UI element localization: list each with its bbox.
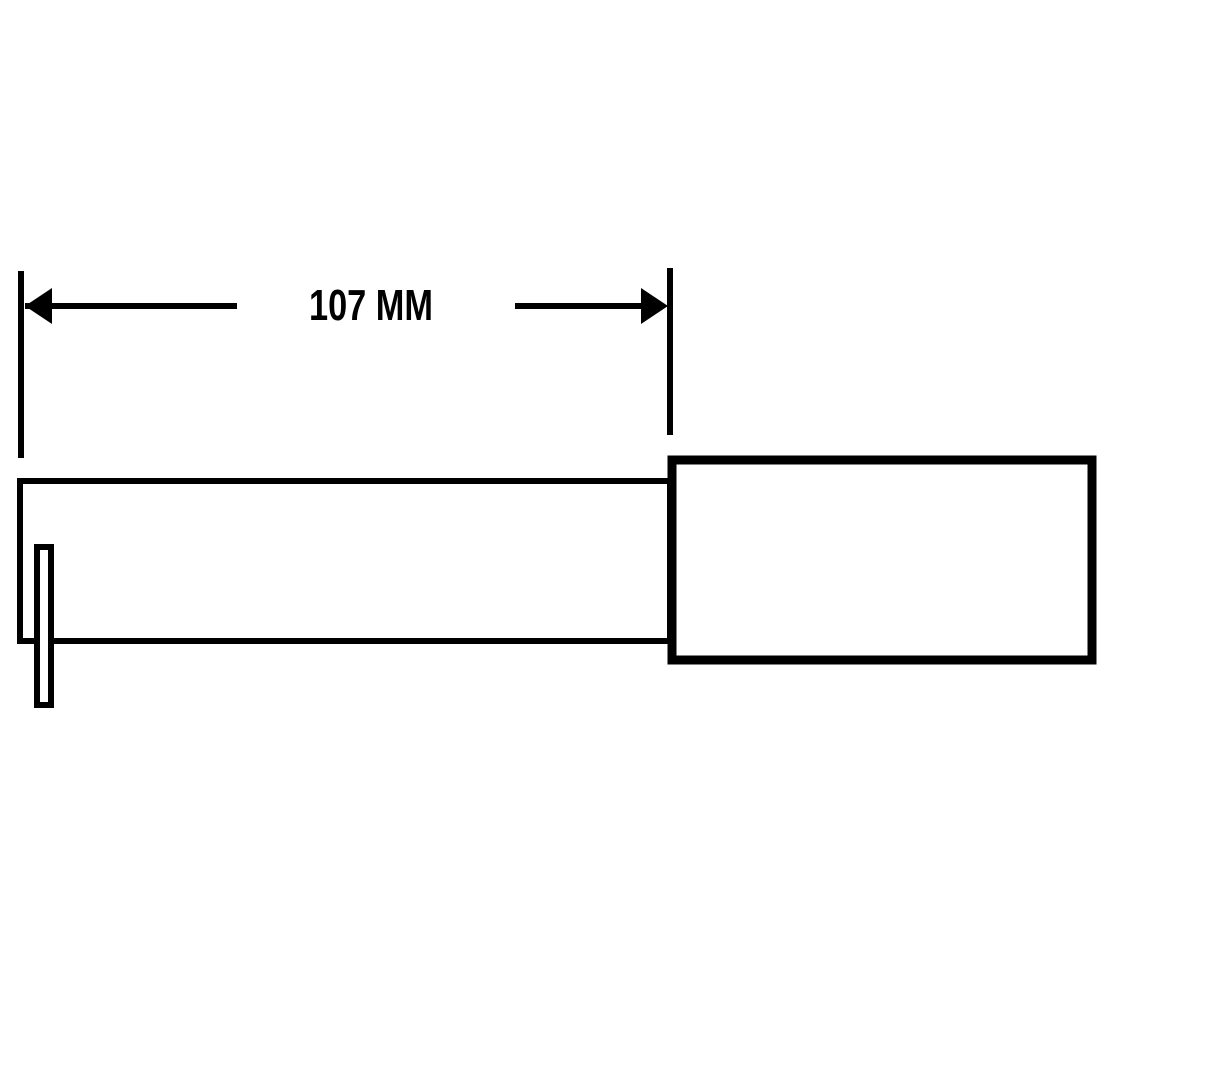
dimension-label: 107 MM bbox=[309, 281, 433, 330]
arrowhead-right-icon bbox=[641, 288, 668, 324]
retaining-clip bbox=[34, 544, 54, 708]
arrowhead-left-icon bbox=[25, 288, 52, 324]
pin-body bbox=[17, 478, 673, 644]
pin-head bbox=[667, 455, 1097, 665]
